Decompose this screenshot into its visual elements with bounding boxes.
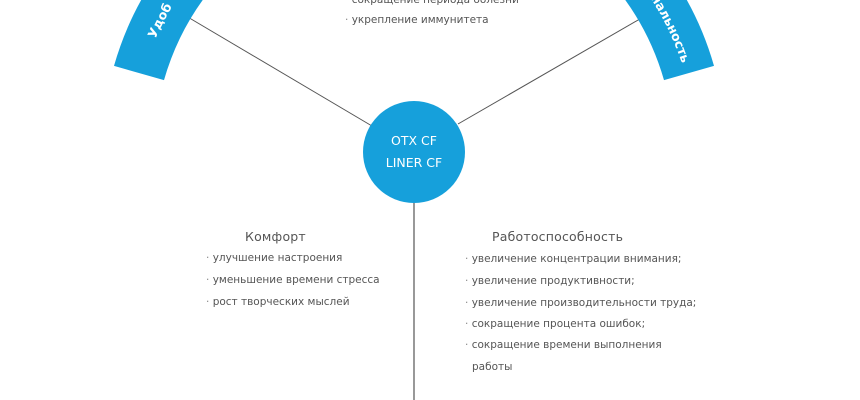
- list-item: уменьшение времени стресса: [206, 269, 380, 291]
- list-item: укрепление иммунитета: [345, 9, 489, 31]
- list-item: увеличение концентрации внимания;: [465, 248, 682, 270]
- list-item: сокращение времени выполнения: [465, 334, 662, 356]
- connector-left: [185, 15, 373, 127]
- list-item: улучшение настроения: [206, 247, 343, 269]
- list-item: сокращение периода болезни: [345, 0, 519, 11]
- list-item: рост творческих мыслей: [206, 291, 350, 313]
- center-circle: OTX CF LINER CF: [363, 101, 465, 203]
- list-item: сокращение процента ошибок;: [465, 313, 645, 335]
- list-item: увеличение продуктивности;: [465, 270, 635, 292]
- list-item: увеличение производительности труда;: [465, 292, 697, 314]
- center-line-1: OTX CF: [391, 133, 437, 148]
- list-item-continuation: работы: [472, 361, 513, 373]
- performance-title: Работоспособность: [492, 229, 624, 244]
- center-line-2: LINER CF: [385, 155, 443, 170]
- comfort-title: Комфорт: [245, 229, 306, 244]
- connector-right: [457, 15, 646, 125]
